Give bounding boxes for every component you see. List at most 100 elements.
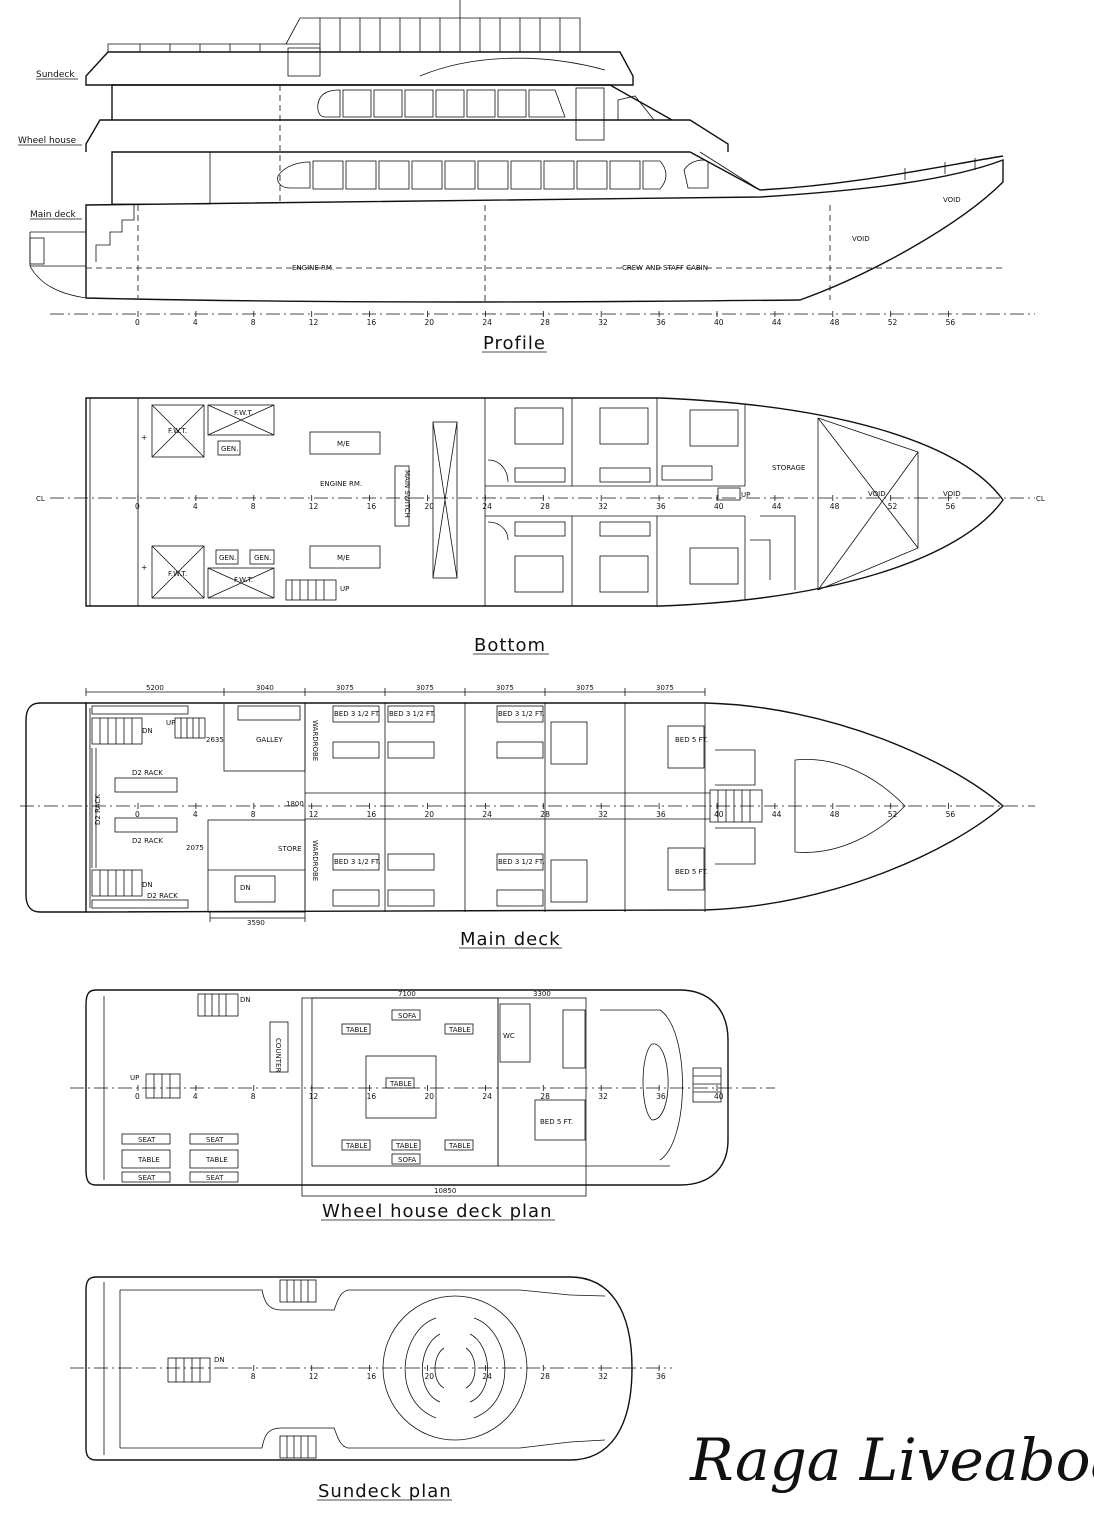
main-dn-label-3: DN [240, 884, 251, 892]
wh-tick-label-20: 20 [425, 1092, 435, 1101]
d2-rack-label-2: D2 RACK [132, 837, 163, 845]
dim-3040: 3040 [256, 684, 274, 692]
bottom-tick-label-28: 28 [540, 502, 550, 511]
bed-label-1: BED 3 1/2 FT. [334, 710, 381, 718]
bottom-tick-label-4: 4 [193, 502, 198, 511]
main-tick-label-48: 48 [830, 810, 840, 819]
bottom-tick-label-20: 20 [425, 502, 435, 511]
wh-tick-label-8: 8 [251, 1092, 256, 1101]
bottom-tick-label-56: 56 [946, 502, 956, 511]
bottom-title: Bottom [474, 635, 546, 656]
seat-label-1: SEAT [138, 1136, 156, 1144]
profile-tick-label-8: 8 [251, 318, 256, 327]
wh-tick-label-24: 24 [482, 1092, 492, 1101]
engine-room-label: ENGINE RM. [320, 480, 362, 488]
table-label-2: TABLE [448, 1026, 471, 1034]
table-label-8: TABLE [205, 1156, 228, 1164]
sofa-label-1: SOFA [398, 1012, 416, 1020]
sun-tick-label-36: 36 [656, 1372, 666, 1381]
main-deck-outline [25, 702, 87, 913]
profile-tick-label-56: 56 [946, 318, 956, 327]
main-tick-label-36: 36 [656, 810, 666, 819]
profile-engine-room-label: ENGINE RM. [292, 264, 334, 272]
table-label-1: TABLE [345, 1026, 368, 1034]
dim-3300: 3300 [533, 990, 551, 998]
sun-tick-label-8: 8 [251, 1372, 256, 1381]
me-label-1: M/E [337, 440, 350, 448]
crew-cabins [485, 398, 746, 606]
main-tick-label-24: 24 [482, 810, 492, 819]
dim-3590: 3590 [247, 919, 265, 927]
bottom-up-label: UP [340, 585, 349, 593]
saloon-furniture: TABLE SOFA TABLE TABLE TABLE TABLE SOFA … [341, 1009, 474, 1165]
sun-tick-label-24: 24 [482, 1372, 492, 1381]
profile-tick-label-52: 52 [888, 318, 898, 327]
svg-text:+: + [141, 563, 147, 572]
bottom-tick-label-32: 32 [598, 502, 608, 511]
main-deck-title: Main deck [460, 929, 561, 950]
main-tick-label-32: 32 [598, 810, 608, 819]
me-label-2: M/E [337, 554, 350, 562]
seat-label-4: SEAT [206, 1174, 224, 1182]
profile-tick-label-20: 20 [425, 318, 435, 327]
profile-tick-label-4: 4 [193, 318, 198, 327]
bottom-tick-label-8: 8 [251, 502, 256, 511]
dim-3075-5: 3075 [656, 684, 674, 692]
profile-tick-label-24: 24 [482, 318, 492, 327]
table-label-4: TABLE [395, 1142, 418, 1150]
main-tick-label-8: 8 [251, 810, 256, 819]
bottom-tick-label-16: 16 [367, 502, 377, 511]
profile-crew-cabin-label: CREW AND STAFF CABIN [622, 264, 708, 272]
gen-label-2: GEN. [219, 554, 236, 562]
d2-racks: D2 RACK D2 RACK D2 RACK D2 RACK [94, 769, 178, 900]
fuel-water-tanks: F.W.T. F.W.T. GEN. F.W.T. F.W.T. GEN. GE… [151, 404, 275, 599]
sundeck-label: Sundeck [36, 70, 75, 80]
bottom-tick-label-48: 48 [830, 502, 840, 511]
fwt-label-2: F.W.T. [234, 409, 253, 417]
wardrobe-label-1: WARDROBE [311, 720, 319, 761]
main-deck-label: Main deck [30, 210, 77, 220]
dim-3075-4: 3075 [576, 684, 594, 692]
main-tick-label-52: 52 [888, 810, 898, 819]
wh-dn-label: DN [240, 996, 251, 1004]
d2-rack-label-1: D2 RACK [132, 769, 163, 777]
bottom-tick-label-12: 12 [309, 502, 319, 511]
sundeck-dn-label: DN [214, 1356, 225, 1364]
profile-view: ENGINE RM. CREW AND STAFF CABIN VOID VOI… [18, 0, 1035, 354]
table-label-7: TABLE [137, 1156, 160, 1164]
wh-bed5-label: BED 5 FT. [540, 1118, 573, 1126]
wheel-house-label: Wheel house [18, 136, 77, 146]
bed-label-5: BED 3 1/2 FT. [498, 858, 545, 866]
sundeck-outline [85, 1276, 633, 1461]
d2-rack-label-3: D2 RACK [147, 892, 178, 900]
wh-tick-label-36: 36 [656, 1092, 666, 1101]
dim-3075-2: 3075 [416, 684, 434, 692]
bed5-label-1: BED 5 FT. [675, 736, 708, 744]
passenger-cabins: BED 3 1/2 FT. BED 3 1/2 FT. BED 3 1/2 FT… [304, 703, 710, 912]
table-label-3: TABLE [345, 1142, 368, 1150]
profile-tick-label-36: 36 [656, 318, 666, 327]
sun-tick-label-20: 20 [425, 1372, 435, 1381]
profile-tick-label-32: 32 [598, 318, 608, 327]
bottom-tick-label-0: 0 [135, 502, 140, 511]
bottom-tick-label-52: 52 [888, 502, 898, 511]
wh-tick-label-40: 40 [714, 1092, 724, 1101]
sundeck-title: Sundeck plan [318, 1481, 452, 1502]
profile-tick-label-40: 40 [714, 318, 724, 327]
wh-up-label: UP [130, 1074, 139, 1082]
profile-void-label-2: VOID [943, 196, 961, 204]
table-label-6: TABLE [389, 1080, 412, 1088]
bottom-tick-label-24: 24 [482, 502, 492, 511]
profile-tick-label-16: 16 [367, 318, 377, 327]
wh-tick-label-4: 4 [193, 1092, 198, 1101]
wh-tick-label-0: 0 [135, 1092, 140, 1101]
profile-tick-label-0: 0 [135, 318, 140, 327]
aft-seating: SEAT SEAT TABLE TABLE SEAT SEAT [121, 1133, 239, 1183]
profile-title: Profile [483, 333, 546, 354]
main-tick-label-20: 20 [425, 810, 435, 819]
main-tick-label-44: 44 [772, 810, 782, 819]
bottom-up-label-2: UP [741, 491, 750, 499]
bottom-tick-label-40: 40 [714, 502, 724, 511]
main-tick-label-28: 28 [540, 810, 550, 819]
